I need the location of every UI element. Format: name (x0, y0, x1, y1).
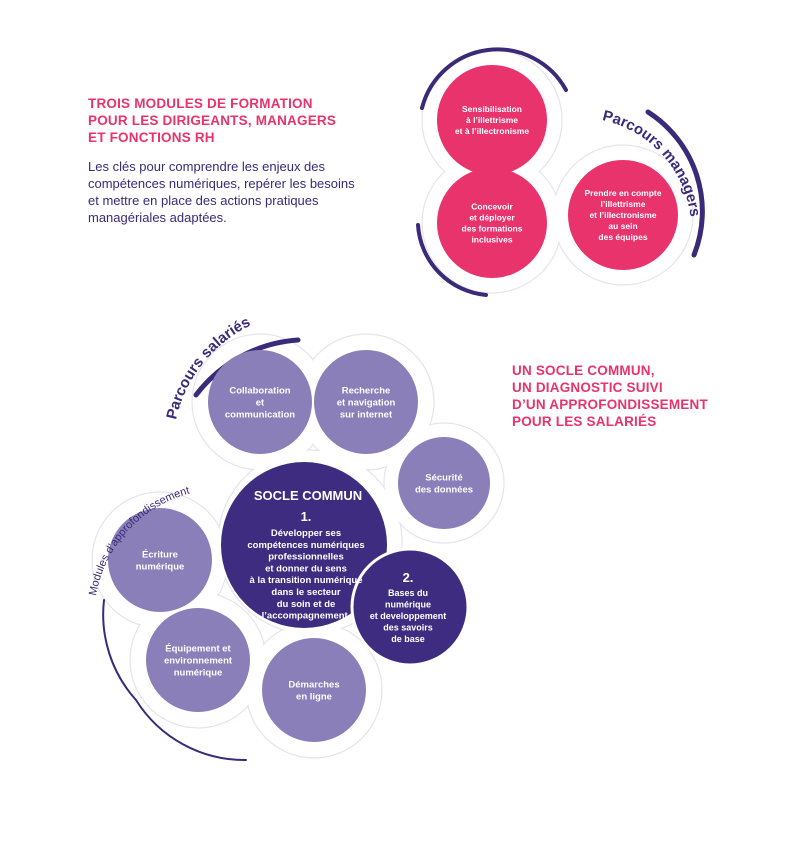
salaries-cluster: CollaborationetcommunicationRechercheet … (87, 314, 505, 762)
managers-module-2-line: des formations (462, 223, 523, 233)
salaries-heading: UN SOCLE COMMUN, UN DIAGNOSTIC SUIVI D’U… (512, 363, 708, 429)
managers-module-2-circle (437, 168, 547, 278)
salaries-module-1-line: communication (225, 409, 295, 420)
socle-1-line: l’accompagnement. (262, 611, 351, 622)
salaries-module-2-circle (314, 350, 418, 454)
socle-1-line: dans le secteur (271, 587, 340, 598)
socle-1-line: à la transition numérique (250, 575, 363, 586)
socle-commun-title: SOCLE COMMUN (254, 488, 362, 503)
managers-module-1-line: à l’illettrisme (466, 115, 518, 125)
managers-module-3-line: des équipes (598, 232, 647, 242)
managers-module-3-line: l’illettrisme (601, 199, 646, 209)
salaries-module-2-line: sur internet (340, 409, 393, 420)
socle-1-line: et donner du sens (265, 563, 347, 574)
socle-1-line: du soin et de (277, 599, 336, 610)
managers-module-3-line: Prendre en compte (585, 188, 662, 198)
managers-module-3-line: au sein (608, 221, 637, 231)
salaries-module-4-line: Écriture (142, 549, 178, 560)
salaries-module-1-line: Collaboration (229, 385, 290, 396)
managers-heading: TROIS MODULES DE FORMATION POUR LES DIRI… (88, 96, 337, 145)
managers-module-1-line: et à l’illectronisme (455, 126, 529, 136)
salaries-module-6-line: en ligne (296, 691, 332, 702)
managers-module-2-line: inclusives (471, 234, 512, 244)
managers-module-2-line: et déployer (469, 212, 515, 222)
socle-1-line: Développer ses (271, 528, 341, 539)
salaries-module-5-line: numérique (174, 667, 223, 678)
managers-module-3-line: et l’illectronisme (589, 210, 656, 220)
managers-module-3-circle (568, 160, 678, 270)
salaries-module-2-line: Recherche (342, 385, 391, 396)
salaries-module-1-circle (208, 350, 312, 454)
salaries-module-6-circle (262, 638, 366, 742)
socle-2-line: et developpement (370, 611, 447, 621)
managers-module-1-line: Sensibilisation (462, 104, 522, 114)
socle-commun-circle-1 (221, 462, 387, 628)
salaries-module-5-line: Équipement et (165, 643, 231, 654)
salaries-module-5-circle (146, 608, 250, 712)
salaries-module-3-circle (398, 437, 490, 529)
managers-module-1-circle (437, 65, 547, 175)
salaries-module-3-line: Sécurité (425, 472, 463, 483)
salaries-module-6-line: Démarches (288, 679, 339, 690)
socle-1-number: 1. (301, 509, 312, 524)
socle-1-line: professionnelles (268, 552, 344, 563)
socle-2-line: des savoirs (383, 623, 433, 633)
managers-description: Les clés pour comprendre les enjeux des … (88, 159, 355, 225)
salaries-module-1-line: et (256, 397, 265, 408)
salaries-module-2-line: et navigation (337, 397, 396, 408)
salaries-module-5-line: environnement (164, 655, 233, 666)
socle-1-line: compétences numériques (247, 540, 364, 551)
managers-module-2-line: Concevoir (471, 201, 513, 211)
salaries-module-4-line: numérique (136, 561, 185, 572)
salaries-module-3-line: des données (415, 484, 473, 495)
socle-2-line: Bases du (388, 588, 428, 598)
salaries-module-4-circle (108, 508, 212, 612)
socle-2-line: de base (391, 634, 425, 644)
socle-2-number: 2. (403, 570, 414, 585)
socle-commun-circle-2 (350, 547, 470, 667)
socle-2-line: numérique (385, 600, 431, 610)
